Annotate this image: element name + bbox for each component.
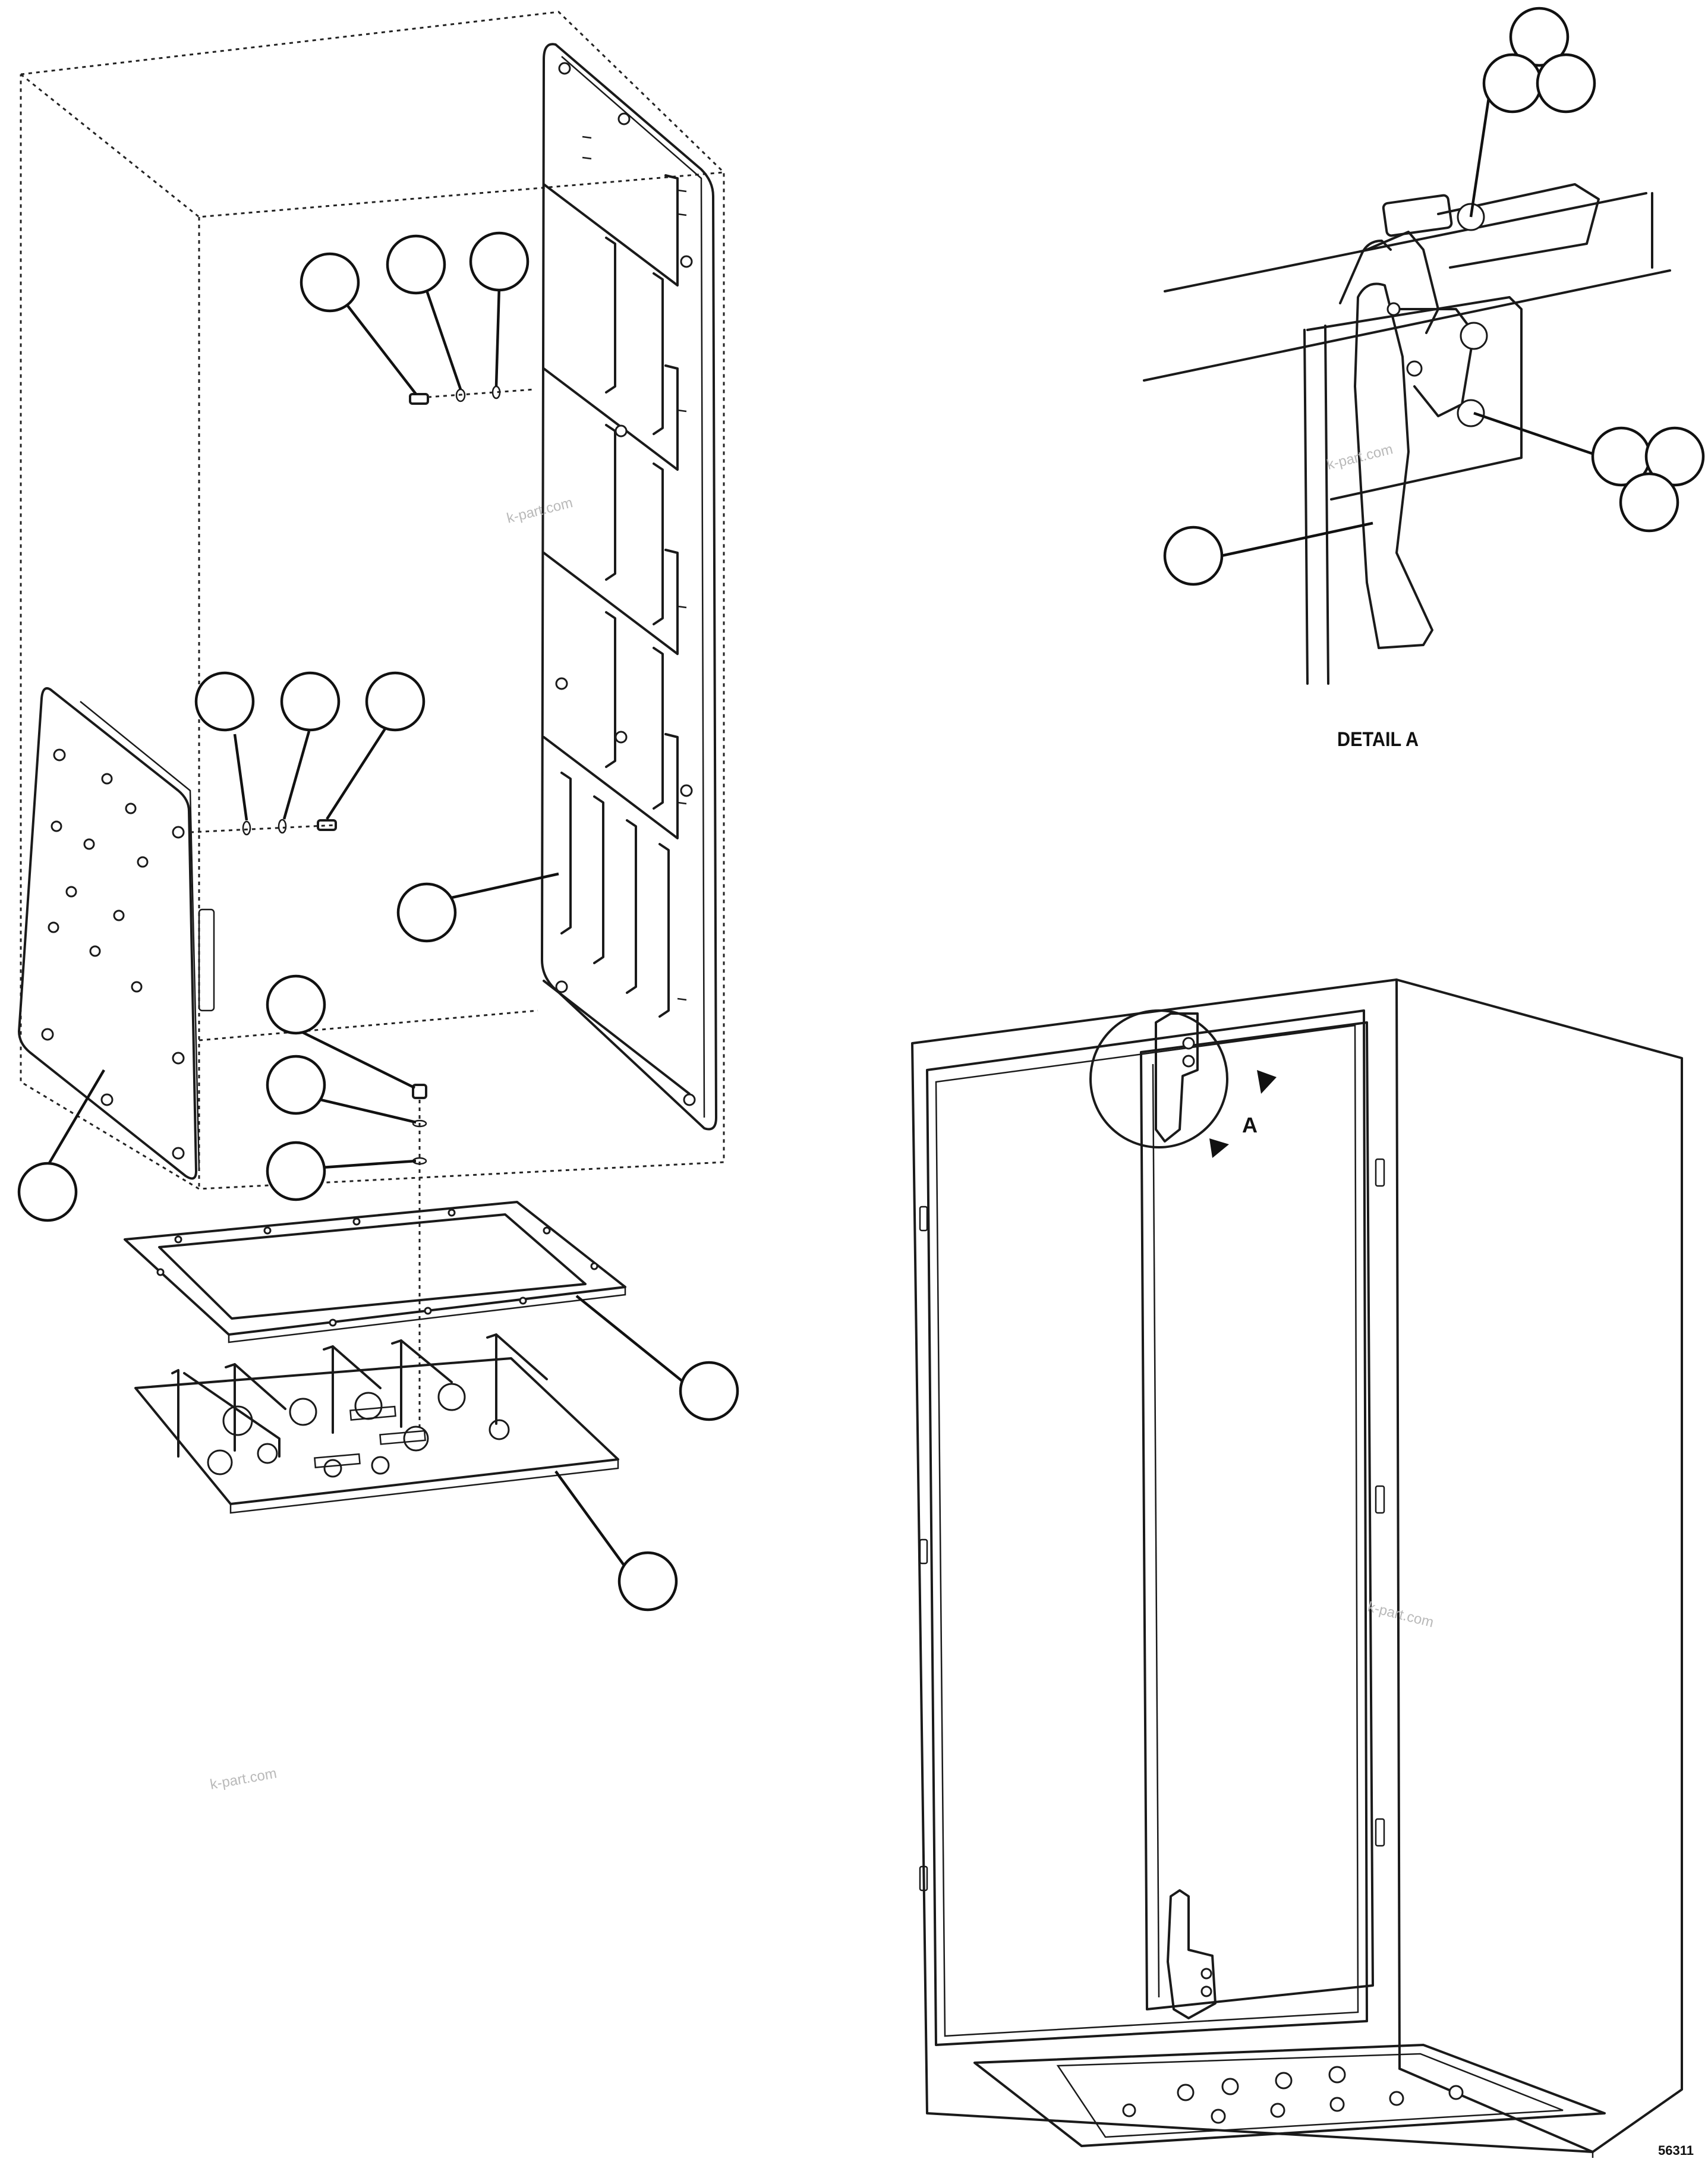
watermark: k-part.com bbox=[209, 1766, 278, 1793]
leaders bbox=[43, 97, 1596, 1571]
detail-a-label: DETAIL A bbox=[1337, 728, 1419, 751]
detail-a-view bbox=[1143, 183, 1671, 685]
callout-balloons bbox=[17, 7, 1705, 1612]
assembled-cabinet bbox=[911, 978, 1683, 2158]
view-marker-a: A bbox=[1242, 1113, 1258, 1137]
side-panel bbox=[18, 687, 215, 1180]
back-panel bbox=[541, 43, 717, 1131]
gasket bbox=[124, 1201, 626, 1343]
hardware-lower bbox=[412, 1084, 427, 1439]
gland-plate bbox=[134, 1333, 619, 1514]
watermark: k-part.com bbox=[1366, 1599, 1436, 1631]
enclosure-outline bbox=[20, 11, 725, 1190]
hardware-middle bbox=[190, 819, 337, 836]
watermark: k-part.com bbox=[505, 495, 575, 527]
hardware-upper bbox=[409, 385, 535, 405]
drawing-number: 56311 bbox=[1658, 2143, 1694, 2158]
